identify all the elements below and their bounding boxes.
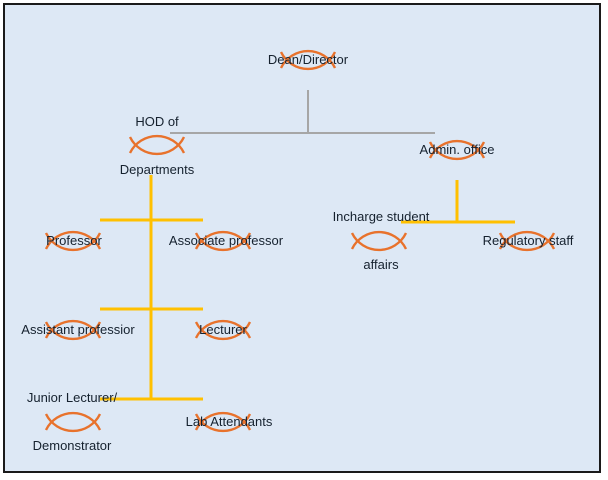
node-assistant-professior[interactable] [44,319,102,341]
node-hod-arc-bottom [128,136,186,156]
edge-group-hod [100,175,203,401]
node-professor[interactable] [44,230,102,252]
node-associate-professor-arc-bottom [194,232,252,252]
node-lab-attendants-arc-bottom [194,413,252,433]
node-incharge-student-affairs-arc-bottom [350,232,408,252]
edge-group-dean [170,90,435,134]
node-admin-arc-bottom [428,141,486,161]
node-lecturer-arc-bottom [194,321,252,341]
node-professor-arc-bottom [44,232,102,252]
node-incharge-student-affairs-arc-top [350,230,408,250]
node-assistant-professior-arc-top [44,319,102,339]
node-dean-arc-bottom [279,51,337,71]
node-lab-attendants[interactable] [194,411,252,433]
node-junior-lecturer-demonstrator-arc-top [44,411,102,431]
node-hod-arc-top [128,134,186,154]
node-junior-lecturer-demonstrator[interactable] [44,411,102,433]
node-professor-arc-top [44,230,102,250]
node-admin[interactable] [428,139,486,161]
node-hod[interactable] [128,134,186,156]
node-incharge-student-affairs[interactable] [350,230,408,252]
org-chart-canvas: Dean/Director HOD of Departments Admin. … [3,3,601,473]
node-associate-professor-arc-top [194,230,252,250]
node-lecturer-arc-top [194,319,252,339]
node-junior-lecturer-demonstrator-arc-bottom [44,413,102,433]
node-regulatory-staff[interactable] [498,230,556,252]
edge-group-admin [401,180,515,224]
node-admin-arc-top [428,139,486,159]
node-associate-professor[interactable] [194,230,252,252]
node-lecturer[interactable] [194,319,252,341]
node-assistant-professior-arc-bottom [44,321,102,341]
node-dean[interactable] [279,49,337,71]
node-regulatory-staff-arc-top [498,230,556,250]
node-regulatory-staff-arc-bottom [498,232,556,252]
node-lab-attendants-arc-top [194,411,252,431]
connector-layer [44,49,556,433]
node-dean-arc-top [279,49,337,69]
